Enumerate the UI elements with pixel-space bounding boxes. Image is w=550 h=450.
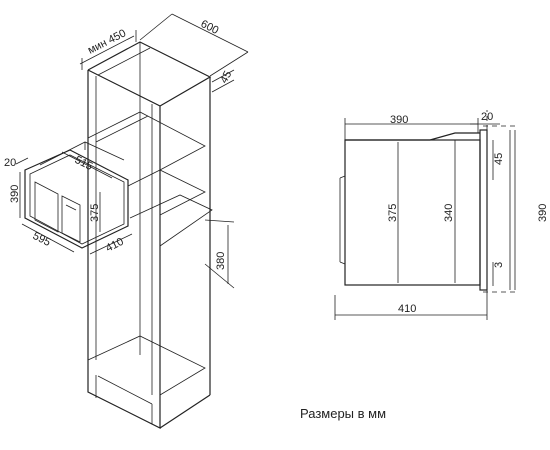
- cabinet-bottom-edge: [159, 394, 211, 429]
- dim-side-frame-height: 390: [537, 204, 549, 222]
- dim-side-frame-offset: 20: [481, 111, 493, 123]
- dim-body-height-iso: 375: [89, 204, 101, 222]
- cabinet-drawing: [87, 41, 213, 429]
- side-front-frame: [479, 129, 488, 291]
- cabinet-bottom-shelf: [87, 335, 206, 396]
- dim-side-height-340: 340: [443, 204, 455, 222]
- dim-frame-offset-iso: 20: [4, 157, 16, 169]
- dim-side-depth-bottom: 410: [398, 303, 416, 315]
- dim-top-gap: 45: [218, 69, 234, 85]
- dim-side-gap-top: 45: [493, 153, 505, 165]
- dim-frame-width-iso: 595: [31, 230, 53, 249]
- cabinet-inner-top: [97, 47, 151, 76]
- cabinet-front-edge: [87, 69, 161, 429]
- dim-side-gap-bottom: 3: [493, 262, 505, 268]
- oven-dimensions: 20 390 595 515 375 410: [4, 151, 133, 255]
- dim-side-depth-top: 390: [390, 114, 408, 126]
- cabinet-shelf-1: [87, 111, 206, 171]
- oven-drawing: [24, 141, 129, 249]
- dim-body-width-iso: 515: [73, 154, 95, 173]
- dim-side-height-375: 375: [387, 204, 399, 222]
- dim-opening-height: 380: [215, 252, 227, 270]
- dim-depth: 600: [199, 18, 221, 37]
- dim-frame-height-iso: 390: [9, 185, 21, 203]
- units-caption: Размеры в мм: [300, 406, 386, 421]
- oven-door-window: [34, 181, 59, 233]
- cabinet-shelf-2: [127, 169, 206, 216]
- side-oven-body: [344, 139, 481, 286]
- cabinet-top: [87, 41, 212, 107]
- cabinet-shelf-3: [129, 194, 213, 247]
- side-view-drawing: [339, 110, 515, 293]
- oven-control-panel: [61, 195, 81, 243]
- side-view-dimensions: 390 20 375 340 390 45 3 410: [334, 111, 549, 320]
